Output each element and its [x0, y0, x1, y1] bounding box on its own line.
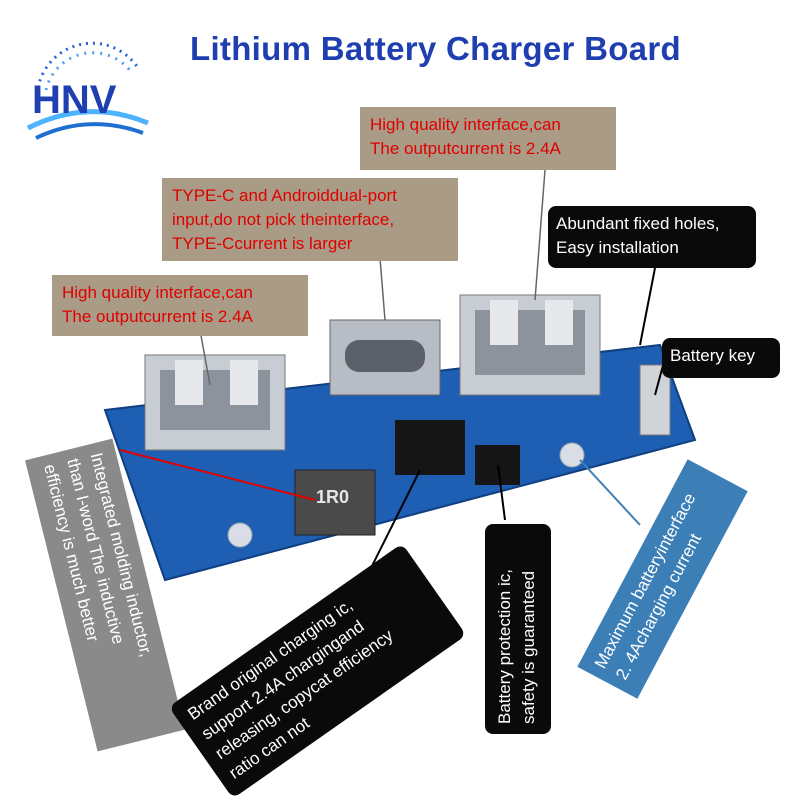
- brand-logo: HNV: [18, 28, 158, 148]
- callout-battery-key: Battery key: [662, 338, 780, 378]
- page-title: Lithium Battery Charger Board: [190, 30, 681, 67]
- callout-protection-ic: Battery protection ic,safety is guarante…: [485, 524, 551, 734]
- mount-hole: [559, 442, 585, 468]
- callout-fixed-holes: Abundant fixed holes,Easy installation: [548, 206, 756, 268]
- protection-ic: [475, 445, 520, 485]
- inductor-marking: 1R0: [316, 487, 350, 507]
- logo-text: HNV: [32, 78, 117, 122]
- inductor: [294, 469, 376, 536]
- charging-ic: [395, 420, 465, 475]
- logo-arcs-icon: [26, 41, 149, 140]
- mount-hole: [227, 522, 253, 548]
